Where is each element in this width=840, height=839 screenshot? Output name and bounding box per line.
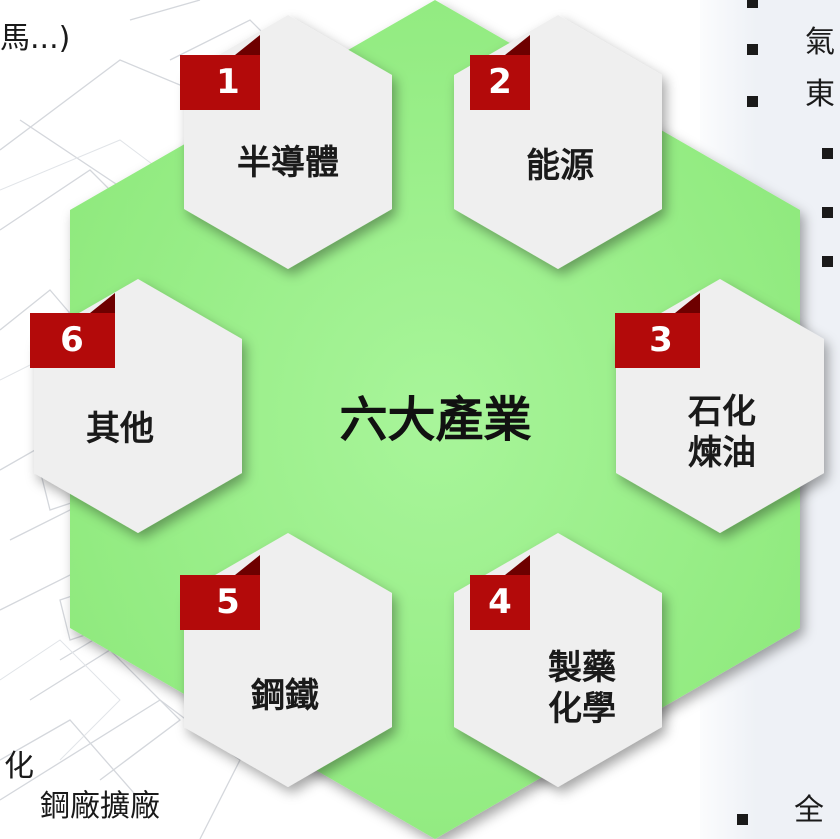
bullet-icon [737,814,748,825]
hexagon-4-label-line-1: 製藥 [548,648,616,688]
bullet-icon [747,96,758,107]
badge-number-4: 4 [488,582,512,622]
badge-1 [180,35,260,110]
bullet-icon [822,256,833,267]
badge-number-3: 3 [649,320,673,360]
badge-number-2: 2 [488,62,512,102]
bottom-left-text-fragment: 鋼廠擴廠 [40,789,160,824]
bullet-icon [747,44,758,55]
hexagon-2-label: 能源 [526,146,594,186]
badge-number-5: 5 [216,582,240,622]
hexagon-5-label: 鋼鐵 [251,676,319,716]
badge-3 [615,293,700,368]
hexagon-3-label-line-2: 煉油 [688,433,756,474]
hexagon-3-label-line-1: 石化 [688,392,756,432]
bottom-left-text-fragment: 化 [4,749,34,784]
top-left-text-fragment: 馬...) [0,21,71,56]
bullet-icon [747,0,758,8]
center-label: 六大產業 [339,392,532,448]
badge-number-6: 6 [60,320,84,360]
badge-6 [30,293,115,368]
badge-5 [180,555,260,630]
bullet-icon [822,207,833,218]
bottom-right-text-fragment: 全 [794,793,824,828]
badge-number-1: 1 [216,62,240,102]
bullet-icon [822,148,833,159]
top-right-text-fragment: 東 [805,77,835,112]
badge-2 [470,35,530,110]
badge-4 [470,555,530,630]
hexagon-4-label-line-2: 化學 [548,689,616,730]
hexagon-1-label: 半導體 [237,143,339,183]
top-right-text-fragment: 氣 [805,25,835,60]
hexagon-6-label: 其他 [86,409,154,449]
hexagon-3-label: 石化 煉油 [672,392,772,475]
hexagon-4-label: 製藥 化學 [522,648,642,731]
